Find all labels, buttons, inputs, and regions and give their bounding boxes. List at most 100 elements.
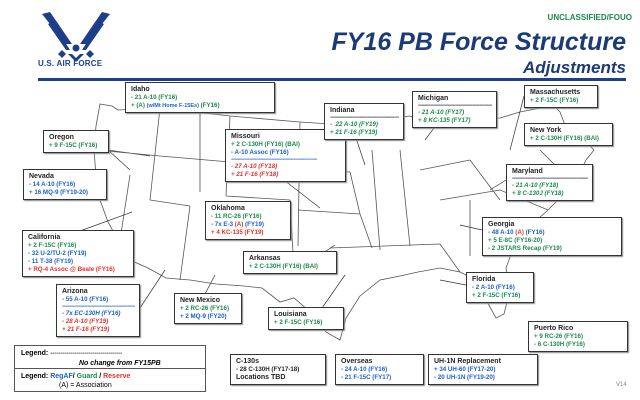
- version-label: V14: [616, 382, 627, 388]
- box-line: - 14 A-10 (FY16): [29, 181, 102, 189]
- box-line: + 2 F-15C (FY16): [274, 319, 339, 327]
- box-divider: ----------------------------------------…: [418, 103, 492, 109]
- box-title: Idaho: [131, 86, 150, 93]
- box-title: Arizona: [62, 288, 88, 295]
- line-segment: - 21 A-10 (FY18): [512, 182, 559, 189]
- box-oklahoma: Oklahoma- 11 RC-26 (FY16)- 7x E-3 (A) (F…: [205, 201, 291, 240]
- box-title: Louisiana: [274, 311, 307, 318]
- box-overseas: Overseas- 24 A-10 (FY16)- 21 F-15C (FY17…: [335, 354, 424, 385]
- line-segment: + (A): [131, 102, 147, 109]
- line-segment: - 14 A-10 (FY16): [29, 181, 76, 188]
- legend-divider-box: Legend: --------------------------------…: [14, 345, 206, 369]
- box-line: - 11 RC-26 (FY16): [211, 213, 286, 221]
- box-line: + 2 RC-26 (FY16): [180, 305, 237, 313]
- air-force-logo: [42, 12, 110, 62]
- box-title: Puerto Rico: [534, 325, 574, 332]
- line-segment: + 2 C-130H (FY16) (BAI): [530, 135, 599, 142]
- box-oregon: Oregon+ 9 F-15C (FY16): [43, 130, 109, 153]
- legend-divider: ------------------------------------: [50, 351, 123, 357]
- box-florida: Florida- 2 A-10 (FY16)+ 2 F-15C (FY16): [466, 272, 534, 303]
- box-line: - 22 A-10 (FY19): [330, 121, 399, 129]
- box-line: - 21 A-10 (FY18): [512, 182, 588, 190]
- legend-association: (A) = Association: [59, 382, 112, 389]
- line-segment: - 21 F-15C (FY17): [341, 374, 392, 381]
- box-massachusetts: Massachusetts+ 2 F-15C (FY16): [524, 85, 598, 108]
- box-line: + 2 F-15C (FY16): [28, 242, 129, 250]
- box-line: + RQ-4 Assoc @ Beale (FY16): [28, 266, 129, 274]
- line-segment: - 24 A-10 (FY16): [341, 366, 388, 373]
- line-segment: + 34 UH-60 (FY17-20): [434, 366, 496, 373]
- header-divider: [38, 78, 626, 81]
- box-line: - 2 A-10 (FY16): [472, 284, 529, 292]
- line-segment: + 2 F-15C (FY16): [472, 292, 521, 299]
- box-line: + 21 F-16 (FY19): [62, 326, 135, 334]
- box-line: + 16 MQ-9 (FY19-20): [29, 189, 102, 197]
- box-line: + 2 F-15C (FY16): [530, 97, 593, 105]
- box-louisiana: Louisiana+ 2 F-15C (FY16): [268, 307, 344, 330]
- box-line: + 21 F-16 (FY19): [330, 129, 399, 137]
- box-puertorico: Puerto Rico+ 9 RC-26 (FY16)- 6 C-130H (F…: [528, 321, 628, 352]
- box-title: California: [28, 234, 61, 241]
- line-segment: - 11 T-38 (FY19): [28, 258, 74, 265]
- box-line: - 20 UH-1N (FY19-20): [434, 374, 533, 382]
- box-line: + 2 C-130H (FY16) (BAI): [249, 263, 332, 271]
- line-segment: - A-10 Assoc (FY16): [231, 149, 289, 156]
- box-line: - 2 JSTARS Recap (FY19): [488, 245, 617, 253]
- box-michigan: Michigan--------------------------------…: [412, 91, 497, 128]
- line-segment: - 21 A-10 (FY16): [131, 94, 178, 101]
- box-california: California+ 2 F-15C (FY16)- 32 U-2/TU-2 …: [22, 230, 134, 277]
- legend-reserve: Reserve: [103, 373, 131, 380]
- box-line: Locations TBD: [236, 374, 321, 382]
- line-segment: - 2 A-10 (FY16): [472, 284, 515, 291]
- box-newmexico: New Mexico+ 2 RC-26 (FY16)+ 2 MQ-9 (FY20…: [174, 293, 242, 324]
- box-line: + 34 UH-60 (FY17-20): [434, 366, 533, 374]
- classification-label: UNCLASSIFIED/FOUO: [547, 13, 632, 22]
- legend-regaf: RegAF: [50, 373, 73, 380]
- line-segment: (A): [515, 229, 524, 236]
- box-line: - 21 A-10 (FY17): [418, 109, 492, 117]
- line-segment: - 48 A-10: [488, 229, 516, 236]
- box-line: - 24 A-10 (FY16): [341, 366, 419, 374]
- box-line: - 21 F-15C (FY17): [341, 374, 419, 382]
- line-segment: + 21 F-16 (FY18): [231, 171, 279, 178]
- line-segment: + 2 RC-26 (FY16): [180, 305, 230, 312]
- box-georgia: Georgia- 48 A-10 (A) (FY16)+ 5 E-8C (FY1…: [482, 217, 622, 256]
- legend-label: Legend:: [21, 350, 49, 357]
- line-segment: - 55 A-10 (FY16): [62, 296, 109, 303]
- box-title: Maryland: [512, 168, 543, 175]
- line-segment: (FY19): [243, 221, 264, 228]
- box-line: + 4 KC-135 (FY19): [211, 229, 286, 237]
- box-line: + 2 C-130H (FY16) (BAI): [530, 135, 608, 143]
- line-segment: + 8 C-130J (FY18): [512, 190, 564, 197]
- line-segment: + 16 MQ-9 (FY19-20): [29, 189, 88, 196]
- line-segment: - 11 RC-26 (FY16): [211, 213, 262, 220]
- box-line: - 7x EC-130H (FY16): [62, 310, 135, 318]
- box-line: + 5 E-8C (FY16-20): [488, 237, 617, 245]
- box-maryland: Maryland--------------------------------…: [506, 164, 593, 201]
- box-title: Georgia: [488, 221, 515, 228]
- line-segment: + 5 E-8C (FY16-20): [488, 237, 543, 244]
- box-line: + 2 C-130H (FY16) (BAI): [231, 141, 341, 149]
- line-segment: - 2 JSTARS Recap (FY19): [488, 245, 562, 252]
- box-line: + 9 RC-26 (FY16): [534, 333, 623, 341]
- box-line: + 8 C-130J (FY18): [512, 190, 588, 198]
- line-segment: - 27 A-10 (FY18): [231, 163, 278, 170]
- box-title: Massachusetts: [530, 89, 581, 96]
- box-uh1n: UH-1N Replacement+ 34 UH-60 (FY17-20)- 2…: [428, 354, 538, 385]
- legend-sep: /: [72, 373, 77, 380]
- box-line: - 27 A-10 (FY18): [231, 163, 341, 171]
- box-title: New York: [530, 127, 562, 134]
- logo-text: U.S. AIR FORCE: [38, 59, 103, 68]
- line-segment: - 22 A-10 (FY19): [330, 121, 378, 128]
- box-title: Nevada: [29, 173, 54, 180]
- box-title: Oregon: [49, 134, 74, 141]
- box-title: Overseas: [341, 358, 373, 365]
- box-divider: ----------------------------------------…: [231, 157, 317, 163]
- line-segment: - 7x EC-130H (FY16): [62, 310, 121, 317]
- box-line: + 2 F-15C (FY16): [472, 292, 529, 300]
- box-line: - 11 T-38 (FY19): [28, 258, 129, 266]
- line-segment: (A): [234, 221, 244, 228]
- box-line: - 7x E-3 (A) (FY19): [211, 221, 286, 229]
- line-segment: + 8 KC-135 (FY17): [418, 117, 471, 124]
- line-segment: + 2 MQ-9 (FY20): [180, 313, 227, 320]
